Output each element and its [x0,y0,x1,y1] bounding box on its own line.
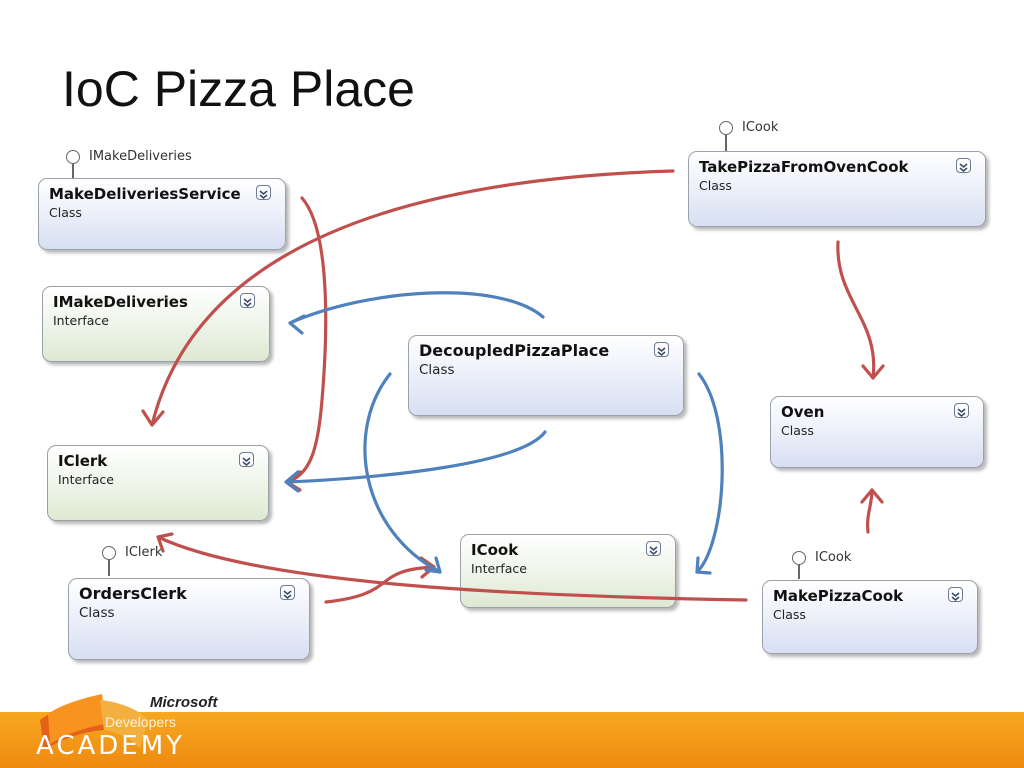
double-chevron-down-icon[interactable] [240,293,255,308]
developers-wordmark: Developers [105,714,176,730]
node-name: IMakeDeliveries [53,293,188,311]
node-name: MakeDeliveriesService [49,185,241,203]
node-kind: Class [781,423,814,438]
node-name: MakePizzaCook [773,587,904,605]
lollipop-icook-top: ICook [719,120,779,151]
arrow-decoupled-right-to-icook [695,372,724,574]
arrow-decoupled-left-to-icook [363,372,442,574]
arrow-decoupled-to-imakedeliveries [288,291,545,325]
lollipop-label: ICook [815,550,852,565]
arrowhead [284,470,300,493]
lollipop-label: ICook [742,120,779,135]
lollipop-interface-icon [792,551,806,565]
academy-book-logo-icon [40,694,148,750]
arrowhead [424,556,442,574]
arrowhead [861,364,885,380]
node-name: DecoupledPizzaPlace [419,341,610,360]
academy-wordmark: ACADEMY [36,731,186,761]
arrowhead [141,409,165,427]
footer-band [0,712,1024,768]
node-make-deliveries-service[interactable]: MakeDeliveriesService Class [38,178,286,250]
node-kind: Class [699,178,732,193]
arrow-makedeliveries-to-iclerk [285,196,328,484]
double-chevron-down-icon[interactable] [956,158,971,173]
node-name: Oven [781,403,825,421]
arrowhead [695,556,712,575]
node-decoupledpizzaplace[interactable]: DecoupledPizzaPlace Class [408,335,684,416]
arrow-takepizza-to-iclerk [150,169,675,427]
node-name: IClerk [58,452,108,470]
node-imakedeliveries[interactable]: IMakeDeliveries Interface [42,286,270,362]
node-kind: Class [79,605,115,621]
node-makepizzacook[interactable]: MakePizzaCook Class [762,580,978,654]
arrow-makepizzacook-to-iclerk [156,535,748,602]
lollipop-interface-icon [66,150,80,164]
lollipop-imakedeliveries: IMakeDeliveries [66,149,192,178]
arrow-ordersclerk-to-icook [324,565,436,604]
double-chevron-down-icon[interactable] [654,342,669,357]
arrowhead [860,488,884,504]
node-name: ICook [471,541,519,559]
node-name: OrdersClerk [79,584,187,603]
arrow-makepizzacook-to-oven [865,488,874,534]
node-kind: Interface [58,472,114,487]
double-chevron-down-icon[interactable] [280,585,295,600]
lollipop-interface-icon [719,121,733,135]
arrowhead [156,532,174,553]
lollipop-label: IMakeDeliveries [89,149,192,164]
microsoft-wordmark: Microsoft [150,694,218,711]
node-oven[interactable]: Oven Class [770,396,984,468]
lollipop-interface-icon [102,546,116,560]
node-iclerk[interactable]: IClerk Interface [47,445,269,521]
lollipop-icook-bottom: ICook [792,550,852,579]
node-kind: Class [49,205,82,220]
node-kind: Interface [471,561,527,576]
page-title: IoC Pizza Place [62,61,415,117]
double-chevron-down-icon[interactable] [954,403,969,418]
lollipop-label: IClerk [125,545,163,560]
arrow-decoupled-to-iclerk [285,430,547,484]
node-kind: Class [773,607,806,622]
arrow-takepizza-to-oven [836,240,876,380]
node-ordersclerk[interactable]: OrdersClerk Class [68,578,310,660]
node-kind: Class [419,362,455,378]
arrowhead [288,314,306,335]
double-chevron-down-icon[interactable] [646,541,661,556]
node-name: TakePizzaFromOvenCook [699,158,909,176]
lollipop-iclerk: IClerk [102,545,163,576]
double-chevron-down-icon[interactable] [239,452,254,467]
node-kind: Interface [53,313,109,328]
node-takepizzafromovencook[interactable]: TakePizzaFromOvenCook Class [688,151,986,227]
double-chevron-down-icon[interactable] [948,587,963,602]
double-chevron-down-icon[interactable] [256,185,271,200]
